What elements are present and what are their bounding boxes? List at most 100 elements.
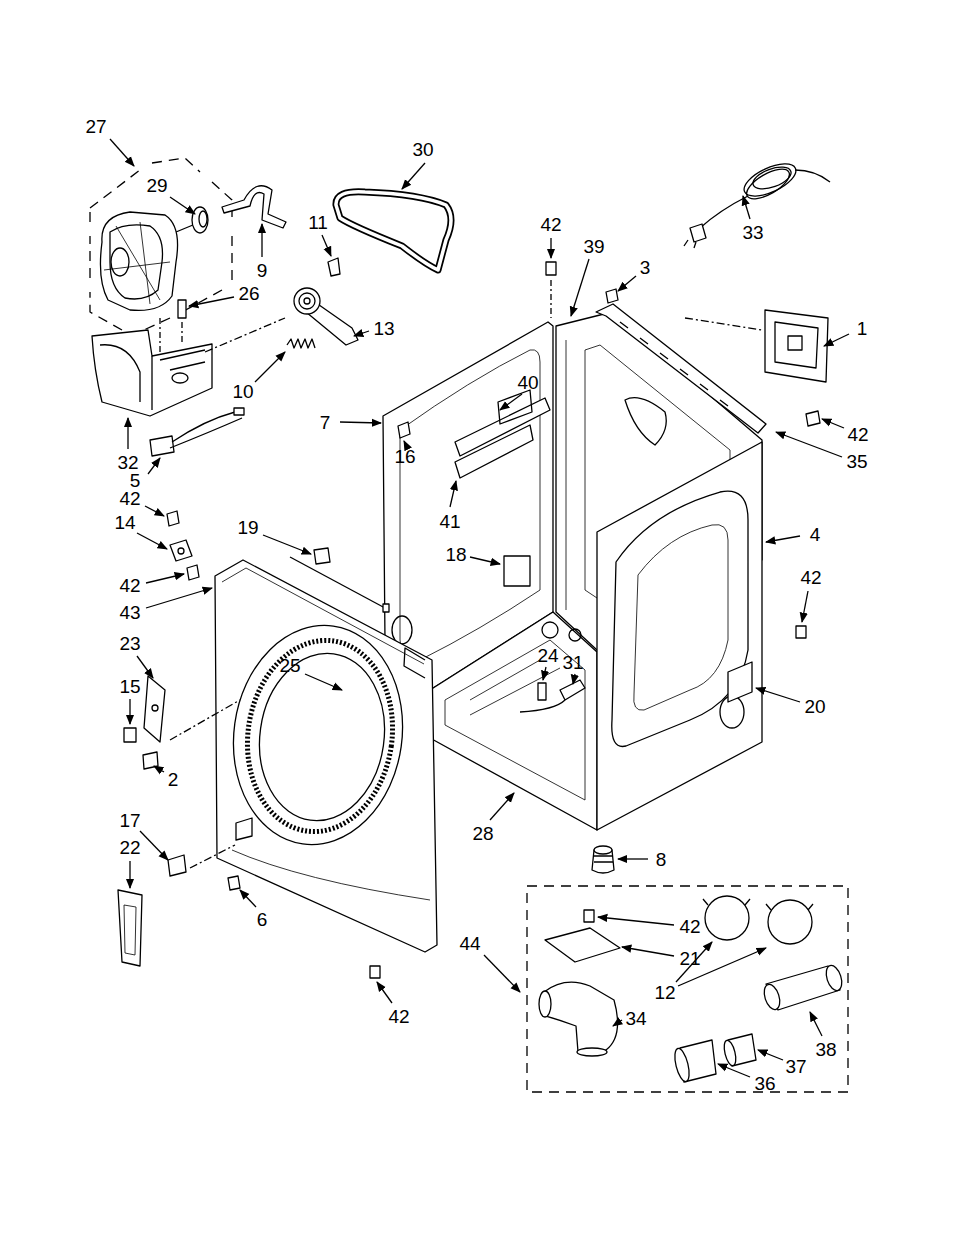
callout-number: 28 [470, 823, 495, 844]
door-parts [170, 700, 240, 740]
motor-assembly [199, 211, 207, 227]
leader-arrow [766, 536, 800, 542]
cabinet [398, 422, 410, 438]
callout-number: 37 [783, 1056, 808, 1077]
leader-arrow [622, 947, 674, 956]
door-parts [190, 845, 235, 868]
callout-number: 42 [117, 488, 142, 509]
leader-arrow [354, 331, 369, 336]
cabinet [455, 425, 533, 478]
cabinet [383, 304, 766, 830]
front-panel [215, 560, 437, 952]
cabinet [728, 662, 752, 702]
cabinet [504, 556, 530, 586]
leader-arrow [110, 139, 134, 166]
leader-arrow [340, 422, 381, 423]
callout-number: 13 [371, 318, 396, 339]
callout-number: 36 [752, 1073, 777, 1094]
leader-arrow [718, 1064, 750, 1077]
venting-kit [544, 982, 618, 1052]
drive-belt [336, 192, 451, 270]
venting-kit [527, 886, 848, 1092]
callout-number: 19 [235, 517, 260, 538]
leader-arrow [110, 139, 849, 1077]
callout-number: 40 [515, 372, 540, 393]
leader-arrow [322, 235, 331, 256]
screw [606, 289, 618, 303]
power-cord [740, 157, 801, 202]
cabinet [597, 442, 762, 830]
leader-arrow [598, 917, 674, 925]
motor-assembly [104, 222, 170, 304]
leader-arrow [758, 1050, 783, 1060]
motor-bracket [172, 373, 188, 383]
callout-number: 11 [306, 212, 330, 233]
leader-arrow [170, 197, 195, 214]
door-parts [152, 705, 158, 711]
terminal-cover [775, 322, 818, 368]
venting-kit [722, 1039, 738, 1067]
callout-number: 2 [166, 769, 181, 790]
terminal-cover [788, 336, 802, 350]
motor-bracket [92, 330, 212, 416]
door-parts [124, 905, 136, 955]
front-panel [383, 604, 389, 612]
leader-arrow [822, 419, 844, 428]
callout-number: 18 [443, 544, 468, 565]
leader-arrow [189, 297, 234, 306]
terminal-cover [765, 310, 828, 382]
door-parts [178, 548, 184, 554]
door-parts [118, 540, 585, 966]
idler-assembly [328, 258, 340, 276]
idler-assembly [294, 288, 320, 314]
cabinet [634, 525, 728, 711]
screw [167, 262, 820, 978]
door-parts [170, 540, 192, 561]
callout-number: 8 [654, 849, 669, 870]
callout-number: 30 [410, 139, 435, 160]
callout-number: 16 [392, 446, 417, 467]
leader-arrow [676, 942, 712, 982]
motor-bracket [100, 345, 205, 410]
cabinet [620, 322, 728, 406]
leader-arrow [500, 394, 522, 410]
leader-arrow [127, 418, 128, 449]
leader-arrow [263, 535, 311, 554]
drive-belt [336, 192, 451, 270]
leader-arrow [255, 352, 285, 382]
callout-number: 15 [117, 676, 142, 697]
callout-number: 21 [677, 948, 702, 969]
front-panel [235, 631, 404, 841]
leader-arrow [137, 656, 153, 678]
cabinet [542, 622, 558, 638]
motor-assembly [110, 225, 163, 299]
leveling-foot [594, 846, 612, 854]
leader-arrow [571, 259, 589, 316]
leader-arrow [377, 982, 392, 1003]
callout-number: 14 [112, 512, 137, 533]
motor-assembly [222, 186, 286, 228]
wire-harness [170, 412, 242, 448]
leader-arrow [145, 506, 164, 516]
screw [370, 966, 380, 978]
leader-arrow [137, 533, 167, 549]
power-cord [684, 157, 830, 248]
leader-arrow [146, 588, 212, 608]
callout-number: 42 [677, 916, 702, 937]
callout-number: 27 [83, 116, 108, 137]
venting-kit [527, 886, 848, 1092]
leader-arrow [470, 557, 500, 564]
callout-number: 42 [386, 1006, 411, 1027]
leader-arrow [305, 674, 342, 690]
cabinet [596, 304, 766, 433]
venting-kit [584, 910, 594, 922]
callout-number: 42 [538, 214, 563, 235]
venting-kit [823, 963, 844, 992]
leader-arrow [402, 163, 425, 189]
venting-kit [545, 928, 620, 962]
venting-kit [577, 1048, 607, 1056]
front-panel [236, 818, 252, 840]
leader-arrow [618, 858, 648, 859]
motor-assembly [178, 300, 186, 318]
